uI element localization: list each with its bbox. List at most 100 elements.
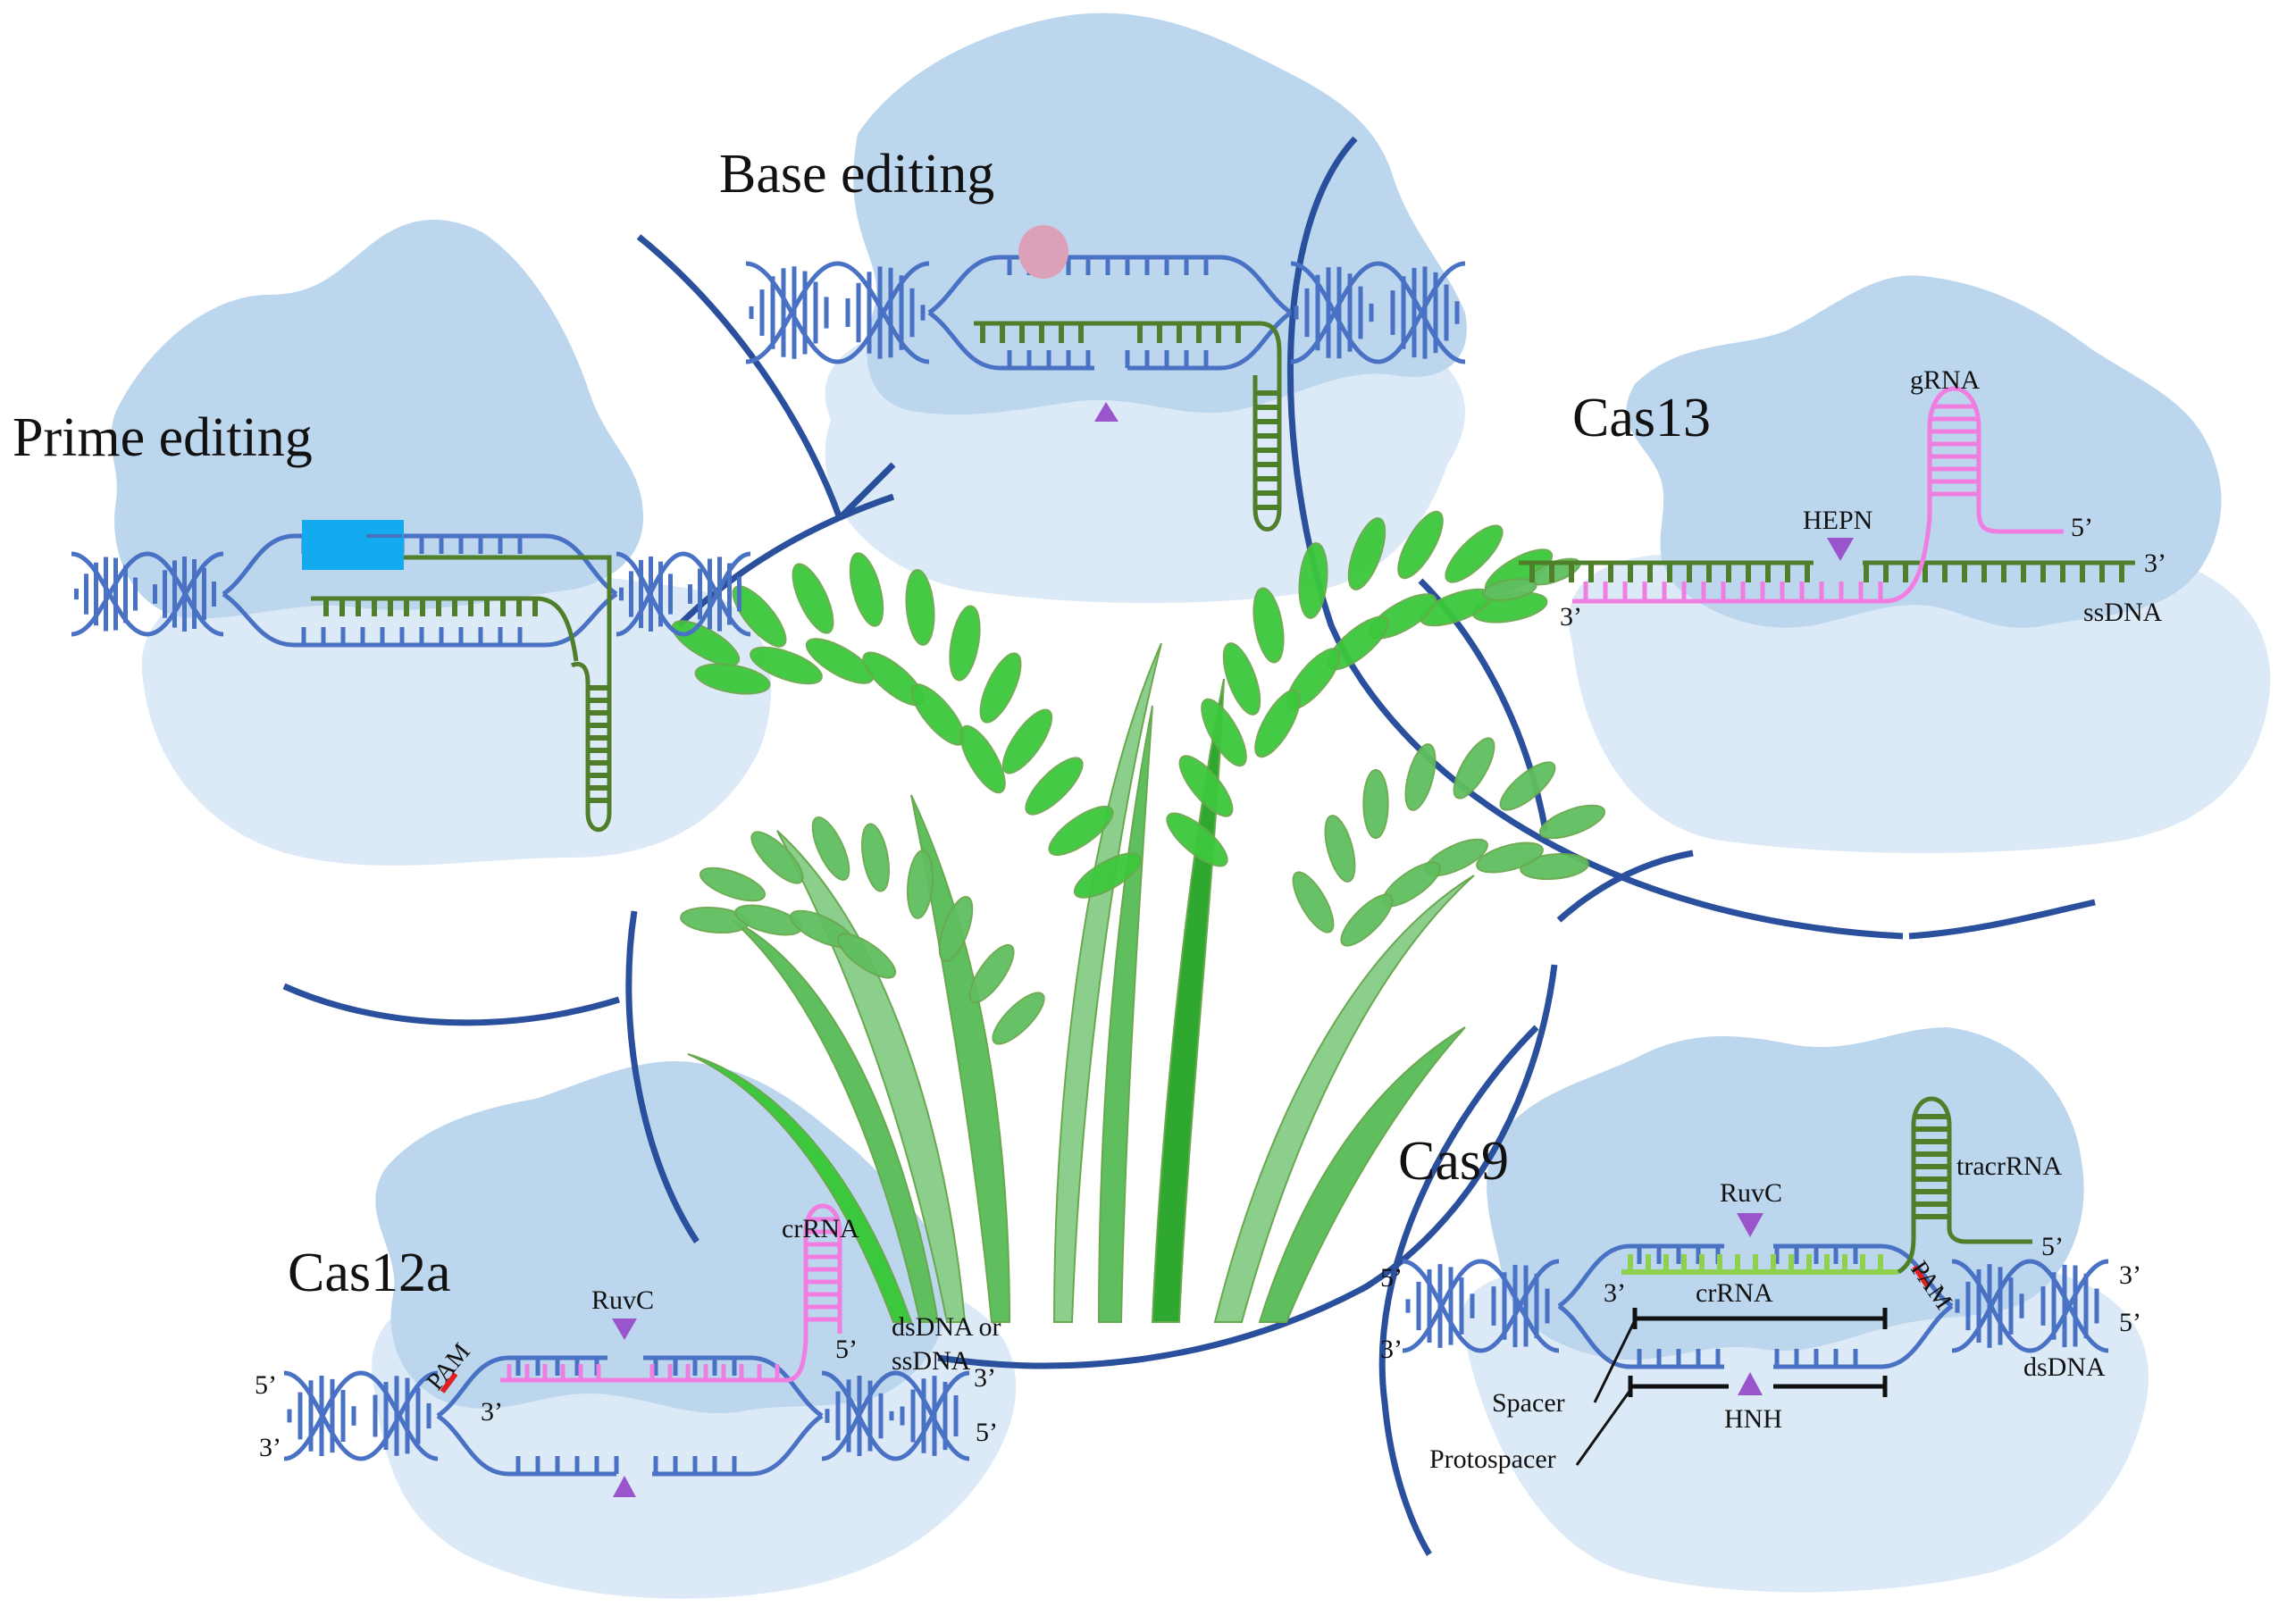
spacer-bracket <box>1632 1308 1888 1329</box>
rice-grain <box>992 992 1045 1045</box>
cas13-title: Cas13 <box>1572 388 1711 448</box>
hepn-cut-icon <box>1827 538 1854 561</box>
cas9-5prime-tracr: 5’ <box>2041 1232 2064 1261</box>
rice-grain <box>750 646 823 685</box>
cas12a-ruvc-label: RuvC <box>591 1285 654 1315</box>
rice-grain <box>1073 852 1143 899</box>
dna-strand <box>643 1355 824 1419</box>
rice-grain <box>1404 743 1437 811</box>
rice-grain <box>959 724 1006 794</box>
rice-grain <box>1347 517 1386 590</box>
rice-grain <box>979 652 1022 724</box>
rice-grain <box>1476 841 1544 874</box>
reverse-transcriptase-icon <box>302 520 404 570</box>
cas12a-crrna <box>500 1203 842 1383</box>
rice-grain <box>968 943 1015 1004</box>
rice-grain <box>1324 815 1356 883</box>
ruvc-cut-icon-bottom <box>613 1476 636 1497</box>
prime-center-spur <box>837 462 896 521</box>
rice-blade <box>687 1053 913 1323</box>
cas13-outer-arc-end <box>1908 899 2096 940</box>
base-editing-panel: Base editing <box>719 144 1466 532</box>
cas9-5prime-right: 5’ <box>2119 1308 2141 1337</box>
rice-grain <box>1397 510 1444 580</box>
cas9-tracrrna-rungs <box>1915 1114 1948 1219</box>
cas9-title: Cas9 <box>1398 1131 1509 1192</box>
base-editing-sgrna <box>974 321 1282 532</box>
prime-editing-title: Prime editing <box>13 407 313 468</box>
cas12a-dna <box>283 1355 970 1477</box>
cas12a-crrna-rungs <box>507 1217 838 1380</box>
cas12a-3prime-left: 3’ <box>259 1433 281 1462</box>
rice-blade <box>776 830 967 1323</box>
rice-grain <box>1048 805 1114 857</box>
dna-strand <box>1557 1303 1724 1369</box>
cas12a-target-label-1: dsDNA or <box>892 1312 1001 1342</box>
rice-grain <box>905 569 935 646</box>
prime-editing-dna <box>71 533 751 648</box>
rice-grain <box>1499 761 1556 811</box>
cas12a-5prime-right: 5’ <box>976 1418 998 1447</box>
rice-grain <box>792 563 834 634</box>
cas9-dsdna-label: dsDNA <box>2023 1352 2106 1382</box>
center-circle-arc-bottom <box>937 964 1558 1369</box>
rice-grain <box>1292 871 1335 933</box>
cas13-ssdna-label: ssDNA <box>2083 598 2163 627</box>
cas12a-5prime-left: 5’ <box>255 1370 277 1400</box>
rice-grain <box>1538 804 1606 840</box>
ruvc-cut-icon <box>612 1318 637 1340</box>
dna-strand <box>436 1413 616 1477</box>
cas9-outer-arc <box>1378 1025 1539 1556</box>
rice-grain <box>906 850 934 919</box>
cas13-guide-3prime: 3’ <box>1560 602 1582 632</box>
cas12a-crrna-label: crRNA <box>782 1214 859 1243</box>
prime-editing-panel: Prime editing <box>13 407 751 833</box>
cas9-spacer-label: Spacer <box>1492 1388 1565 1418</box>
cas12a-title: Cas12a <box>288 1243 451 1303</box>
spacer-leader <box>1593 1319 1637 1403</box>
cas9-pam-mark <box>1912 1265 1931 1288</box>
rice-grain <box>1362 769 1389 839</box>
rice-blade <box>910 794 1011 1323</box>
rice-grain <box>1482 578 1537 601</box>
prime-editing-protein-light <box>141 564 772 866</box>
cas13-outer-arc <box>1286 136 1904 940</box>
prime-editing-pegrna <box>404 555 612 833</box>
dna-strand <box>652 1413 824 1477</box>
rice-grain <box>750 831 804 884</box>
nick-site-icon <box>1094 402 1118 422</box>
cas9-3prime-left: 3’ <box>1380 1335 1403 1364</box>
rice-grain <box>732 585 787 648</box>
cas9-3prime-guide: 3’ <box>1604 1278 1626 1308</box>
center-circle-arc-left <box>625 910 700 1243</box>
cas9-5prime-left: 5’ <box>1380 1263 1403 1293</box>
rice-grain <box>1254 689 1301 758</box>
cas13-grna <box>1572 386 2064 604</box>
dna-strand <box>1773 1303 1954 1369</box>
rice-grain <box>694 663 771 695</box>
cas12a-pam-mark <box>440 1372 458 1394</box>
rice-grain <box>1453 737 1495 799</box>
base-editing-protein-dark <box>853 13 1467 415</box>
rice-grain <box>938 895 974 963</box>
prime-cas12a-divider <box>282 983 621 1026</box>
rice-grain <box>811 816 850 881</box>
prime-editing-grna-rungs <box>323 599 607 803</box>
cas9-crrna-rungs <box>1628 1254 1883 1272</box>
rice-grain <box>860 823 891 892</box>
rice-grain <box>949 605 981 682</box>
deaminase-icon <box>1018 225 1068 279</box>
prime-editing-protein-dark <box>111 220 643 619</box>
cas13-hepn-label: HEPN <box>1803 506 1872 535</box>
cas13-grna-label: gRNA <box>1910 365 1981 395</box>
protospacer-leader <box>1575 1389 1632 1466</box>
cas13-target-3prime: 3’ <box>2144 548 2166 578</box>
cas13-grna-5prime: 5’ <box>2071 513 2093 542</box>
cas13-grna-rungs <box>1583 404 1977 601</box>
base-editing-grna-rungs <box>980 323 1278 510</box>
cas9-panel: Cas9 tracrRNA RuvC 5’ 5’ 3’ 3’ crRNA PAM… <box>1380 1096 2141 1474</box>
dna-strand <box>1557 1243 1724 1309</box>
cas13-panel: Cas13 gRNA HEPN 5’ 3’ 3’ ssDNA <box>1519 365 2166 632</box>
rice-grain <box>1298 542 1328 619</box>
